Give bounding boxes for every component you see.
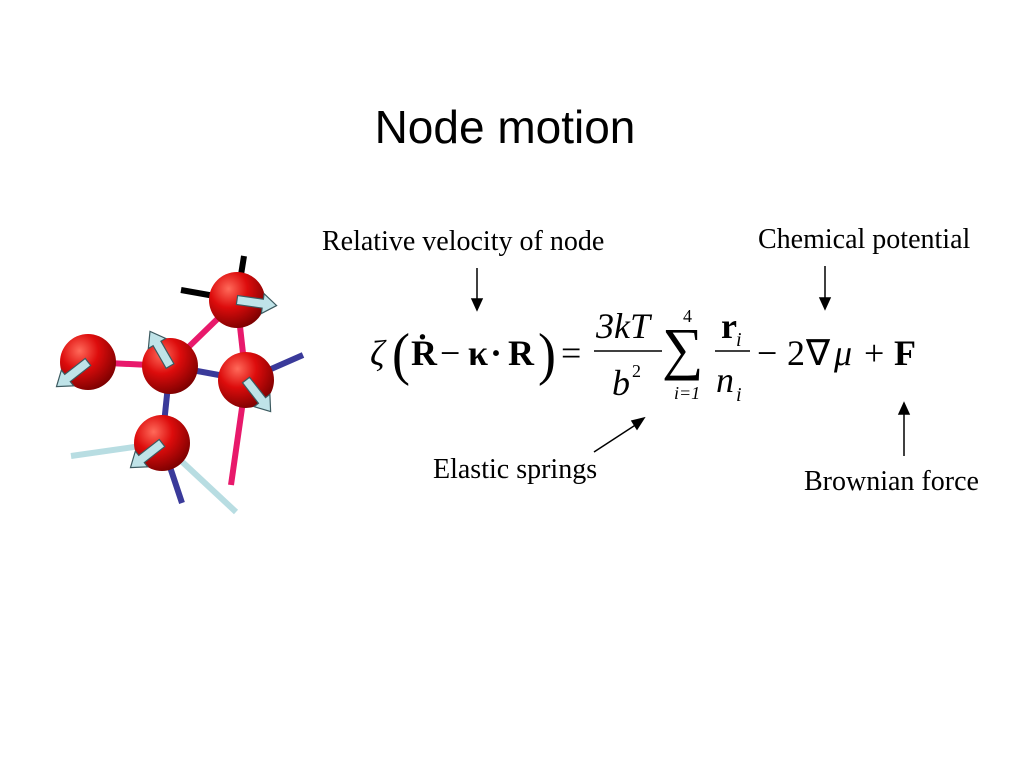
velocity-arrow bbox=[241, 376, 272, 413]
eq-mu: μ bbox=[834, 333, 853, 373]
eq-two: 2 bbox=[787, 333, 805, 373]
eq-r-dot: Ṙ bbox=[411, 333, 437, 373]
velocity-arrow bbox=[129, 438, 166, 469]
page-title: Node motion bbox=[374, 101, 636, 153]
eq-r-subscript: i bbox=[736, 329, 742, 351]
eq-zeta: ζ bbox=[370, 333, 385, 373]
label-chemical-potential: Chemical potential bbox=[758, 224, 971, 255]
label-elastic-springs: Elastic springs bbox=[433, 454, 598, 485]
eq-f: F bbox=[894, 333, 916, 373]
eq-r-vector: r bbox=[721, 306, 737, 346]
eq-equals: = bbox=[561, 333, 582, 373]
eq-rparen: ) bbox=[538, 321, 556, 387]
eq-frac-denominator: b bbox=[612, 363, 630, 403]
eq-sum-lower: i=1 bbox=[674, 383, 701, 403]
label-relative-velocity: Relative velocity of node bbox=[322, 226, 605, 257]
arrow-relative-velocity bbox=[470, 268, 484, 312]
velocity-arrow bbox=[235, 292, 278, 315]
eq-minus-2: − bbox=[757, 333, 778, 373]
eq-minus: − bbox=[440, 333, 461, 373]
eq-r: R bbox=[508, 333, 534, 373]
eq-plus: + bbox=[864, 333, 885, 373]
arrow-elastic-springs bbox=[593, 416, 646, 453]
velocity-arrows bbox=[55, 292, 278, 469]
label-brownian-force: Brownian force bbox=[804, 466, 979, 497]
arrow-brownian-force bbox=[897, 401, 911, 456]
eq-n: n bbox=[716, 360, 734, 400]
eq-dot: · bbox=[490, 333, 503, 373]
eq-sum-upper: 4 bbox=[683, 306, 692, 326]
eq-n-subscript: i bbox=[736, 384, 742, 406]
velocity-arrow bbox=[147, 330, 175, 370]
eq-nabla: ∇ bbox=[806, 333, 831, 373]
velocity-arrow bbox=[55, 357, 92, 388]
eq-frac-numerator: 3kT bbox=[596, 306, 650, 346]
eq-frac-exponent: 2 bbox=[632, 361, 641, 381]
eq-sum-sign: ∑ bbox=[662, 316, 704, 381]
eq-lparen: ( bbox=[392, 321, 410, 387]
eq-kappa: κ bbox=[468, 333, 488, 373]
arrow-chemical-potential bbox=[818, 266, 832, 311]
